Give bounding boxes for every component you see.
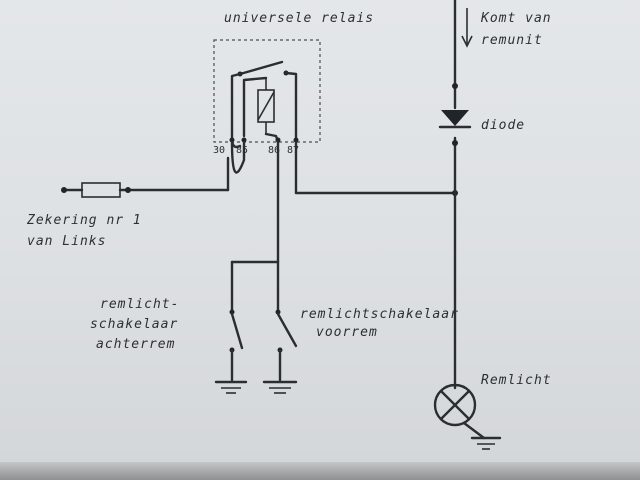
lamp-label: Remlicht <box>481 373 552 388</box>
remunit-feed-wire <box>452 0 458 390</box>
rear-switch-label-3: achterrem <box>96 337 175 352</box>
rear-brake-switch <box>214 309 248 394</box>
arrow-down-icon <box>461 8 473 48</box>
relay-label: universele relais <box>224 11 374 26</box>
front-switch-label-2: voorrem <box>316 325 378 340</box>
relay-pin-87: 87 <box>287 145 299 156</box>
relay-pin-86: 86 <box>268 145 280 156</box>
front-brake-switch <box>262 309 298 394</box>
paper-edge-shadow <box>0 462 640 480</box>
from-remunit-label-1: Komt van <box>480 11 552 26</box>
brake-lamp-symbol <box>433 383 502 450</box>
diode-symbol <box>438 110 472 129</box>
from-remunit-label-2: remunit <box>481 33 543 48</box>
output-wire <box>294 140 458 196</box>
rear-switch-label-1: remlicht- <box>100 297 179 312</box>
relay-housing <box>213 39 321 143</box>
fuse-symbol <box>81 182 121 198</box>
diode-label: diode <box>481 118 525 133</box>
fuse-label-1: Zekering nr 1 <box>26 213 142 228</box>
fuse-wire <box>61 156 230 198</box>
fuse-label-2: van Links <box>27 234 106 249</box>
relay-contact-arm <box>238 60 284 76</box>
front-switch-label-1: remlichtschakelaar <box>300 307 459 322</box>
pin-30-85-loop <box>230 140 246 174</box>
relay-pin-85: 85 <box>236 145 248 156</box>
rear-switch-label-2: schakelaar <box>90 317 178 332</box>
switch-feed-wire <box>230 140 280 312</box>
relay-internals <box>230 60 298 149</box>
relay-pin-30: 30 <box>213 145 225 156</box>
